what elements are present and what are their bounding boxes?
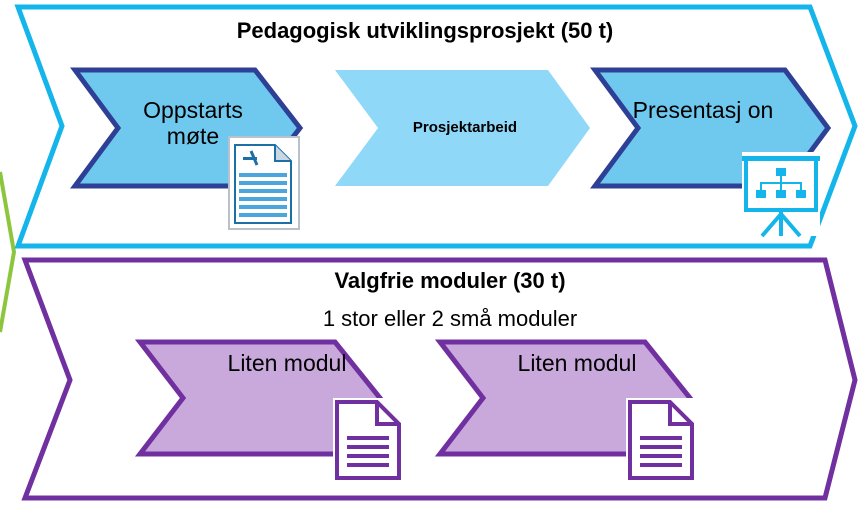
step-chevron-prosjektarbeid — [335, 70, 590, 186]
presentation-board-icon — [742, 152, 820, 238]
step-label-oppstart: Oppstarts møte — [143, 97, 243, 150]
top-band-title: Pedagogisk utviklingsprosjekt (50 t) — [236, 18, 614, 43]
bottom-band-chevron — [21, 257, 858, 501]
module-label-2: Liten modul — [517, 350, 637, 376]
step-label-prosjektarbeid: Prosjektarbeid — [412, 119, 518, 136]
document-icon — [333, 398, 403, 482]
module-label-1: Liten modul — [227, 350, 347, 376]
left-green-arrow — [0, 171, 17, 333]
bottom-band-subtitle: 1 stor eller 2 små moduler — [322, 306, 578, 331]
document-icon — [228, 136, 300, 230]
bottom-band-title: Valgfrie moduler (30 t) — [334, 268, 566, 293]
document-icon — [626, 398, 696, 482]
step-label-presentasjon: Presentasj on — [632, 97, 774, 123]
